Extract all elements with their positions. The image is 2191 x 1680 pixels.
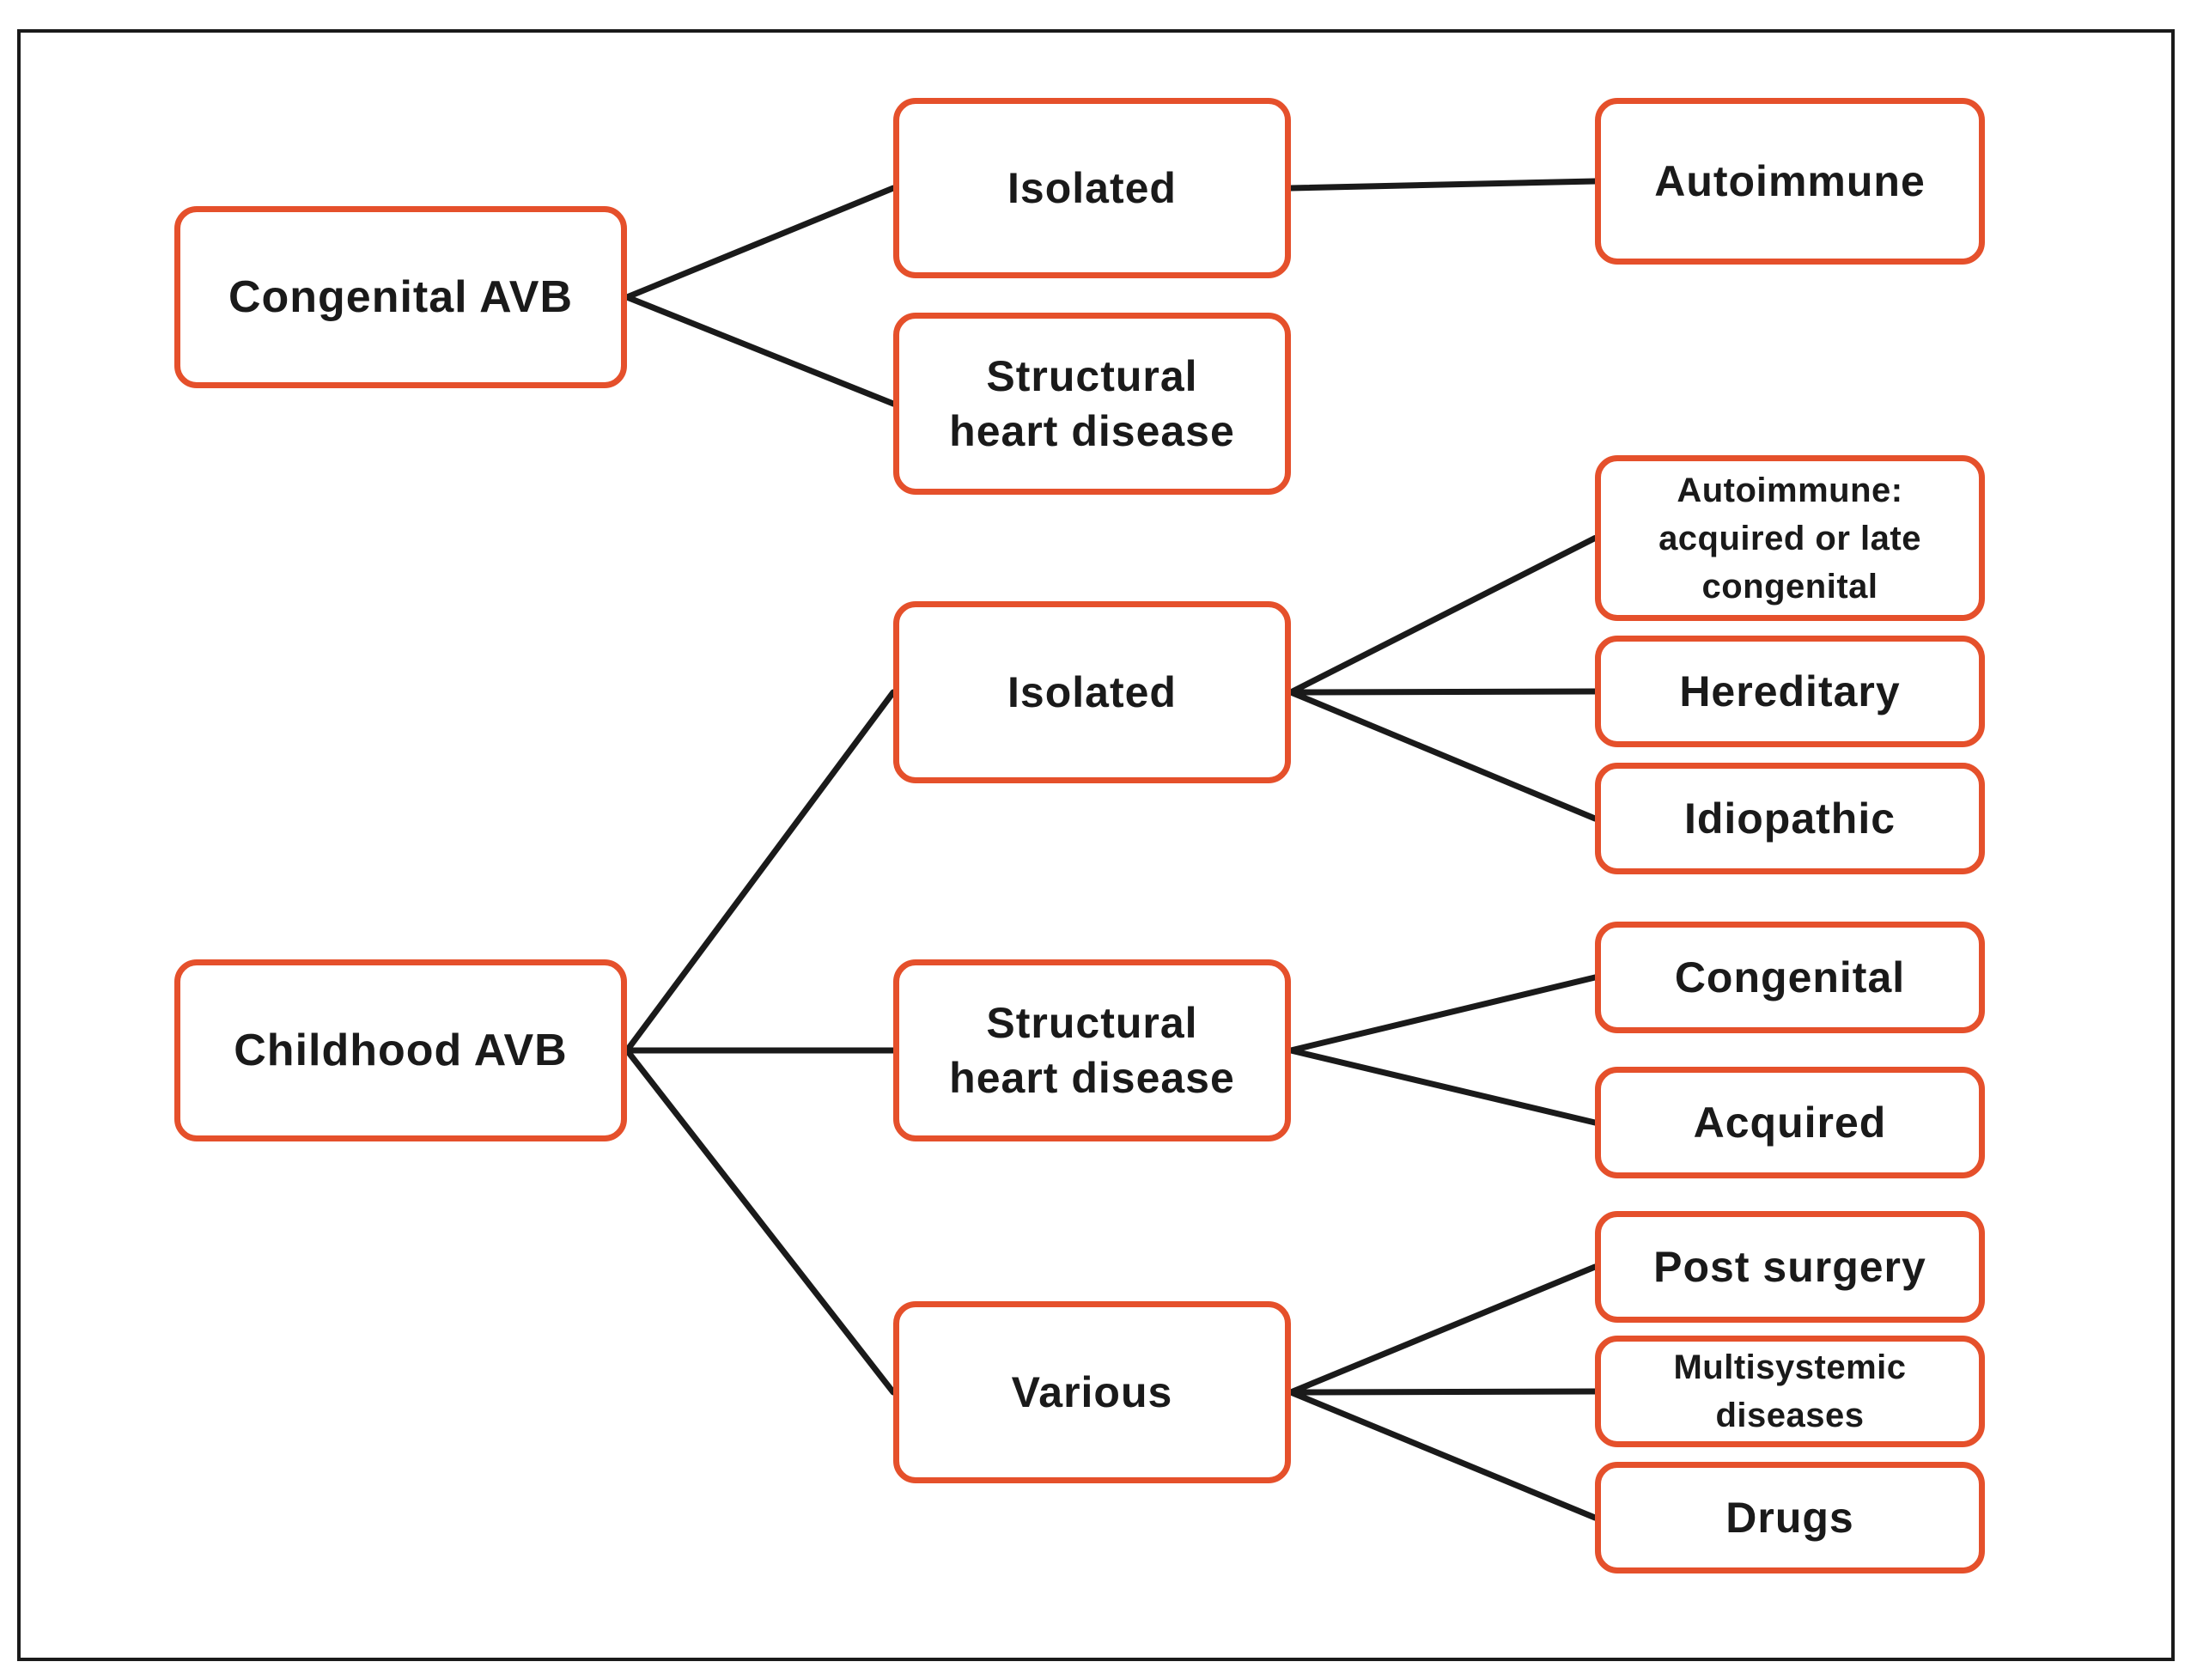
node-label: Idiopathic <box>1683 794 1896 843</box>
node-label: Autoimmune <box>1654 157 1926 205</box>
node-congenital-autoimmune: Autoimmune <box>1595 98 1985 265</box>
node-post-surgery: Post surgery <box>1595 1211 1985 1323</box>
connector-congenital_avb-to-congenital_structural <box>624 294 897 407</box>
node-childhood-avb: Childhood AVB <box>174 959 627 1141</box>
node-various: Various <box>893 1301 1291 1483</box>
connector-childhood_avb-to-various <box>624 1047 897 1396</box>
node-label: Hereditary <box>1679 667 1901 715</box>
node-congenital-isolated: Isolated <box>893 98 1291 278</box>
connector-childhood_isolated-to-autoimmune_acquired <box>1287 535 1598 696</box>
node-label: Congenital AVB <box>228 271 574 322</box>
node-hereditary: Hereditary <box>1595 636 1985 747</box>
connector-congenital_isolated-to-congenital_autoimmune <box>1287 178 1598 192</box>
connector-congenital_avb-to-congenital_isolated <box>624 185 897 301</box>
node-label: Acquired <box>1693 1099 1887 1147</box>
connector-various-to-drugs <box>1287 1389 1598 1521</box>
node-acquired: Acquired <box>1595 1067 1985 1178</box>
node-label: Childhood AVB <box>234 1025 568 1075</box>
node-label: Drugs <box>1725 1494 1854 1542</box>
node-drugs: Drugs <box>1595 1462 1985 1573</box>
connector-childhood_isolated-to-hereditary <box>1287 688 1598 696</box>
node-label: Isolated <box>1007 668 1177 716</box>
connector-childhood_structural-to-congenital <box>1287 974 1598 1054</box>
node-congenital-avb: Congenital AVB <box>174 206 627 388</box>
connector-various-to-post_surgery <box>1287 1263 1598 1396</box>
connector-various-to-multisystemic <box>1287 1388 1598 1396</box>
node-childhood-isolated: Isolated <box>893 601 1291 783</box>
node-label: Congenital <box>1674 953 1906 1001</box>
node-idiopathic: Idiopathic <box>1595 763 1985 874</box>
node-label: Post surgery <box>1653 1243 1926 1291</box>
connector-childhood_isolated-to-idiopathic <box>1287 689 1598 822</box>
connector-childhood_structural-to-acquired <box>1287 1047 1598 1126</box>
node-congenital: Congenital <box>1595 922 1985 1033</box>
connector-childhood_avb-to-childhood_isolated <box>624 689 897 1054</box>
node-label: Various <box>1011 1368 1173 1416</box>
node-label: Isolated <box>1007 164 1177 212</box>
